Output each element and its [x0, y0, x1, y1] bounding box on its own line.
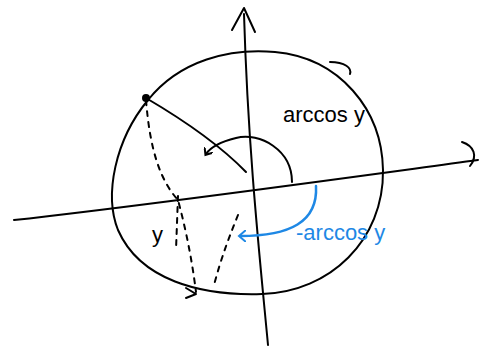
angle-label: -arccos y: [296, 222, 385, 244]
axis-arrowhead: [232, 8, 255, 32]
dashed-line: [176, 196, 178, 250]
rotation-mark: [462, 142, 474, 166]
angle-arc: [206, 137, 292, 182]
variable-label: y: [152, 224, 163, 246]
y-axis: [244, 14, 268, 345]
x-axis: [14, 160, 478, 220]
torus-outline: [112, 51, 383, 294]
angle-label: arccos y: [283, 104, 365, 126]
rotation-tick: [330, 62, 350, 74]
dashed-line: [214, 215, 238, 285]
arrowhead: [186, 288, 196, 298]
dashed-line: [146, 100, 196, 292]
inner-curve: [146, 98, 246, 172]
